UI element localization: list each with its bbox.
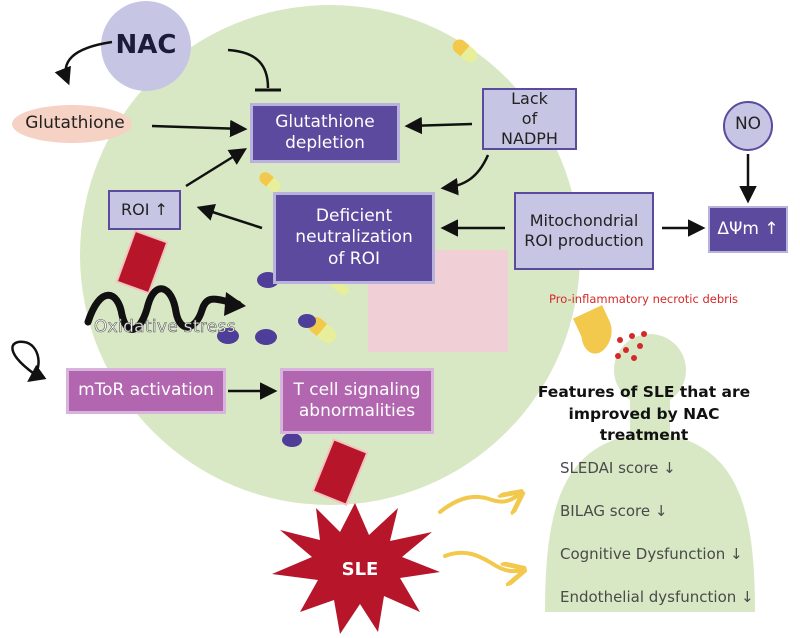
feature-cognitive: Cognitive Dysfunction ↓ bbox=[560, 545, 743, 563]
nac-label: NAC bbox=[115, 30, 177, 60]
inhibit-nac-depletion bbox=[227, 48, 270, 89]
yellow-arrow-1 bbox=[438, 494, 520, 512]
yellow-arrow-2 bbox=[443, 550, 522, 571]
feature-sledai: SLEDAI score ↓ bbox=[560, 459, 676, 477]
roi-up-box: ROI ↑ bbox=[108, 190, 181, 230]
arrow-nac-glutathione bbox=[54, 40, 113, 86]
no-circle bbox=[723, 101, 773, 151]
no-label: NO bbox=[734, 114, 762, 134]
pill-mid bbox=[259, 172, 281, 192]
mito-roi-box: Mitochondrial ROI production bbox=[514, 192, 654, 270]
debris-label: Pro-inflammatory necrotic debris bbox=[549, 292, 739, 306]
arrow-roi-depletion bbox=[185, 148, 247, 188]
purple-dot bbox=[255, 329, 277, 345]
arrow-mtor-loop bbox=[11, 340, 47, 383]
deficient-neutralization-box: Deficient neutralization of ROI bbox=[273, 192, 435, 284]
red-block-left bbox=[115, 229, 169, 295]
pill-top bbox=[452, 39, 478, 63]
feature-endothelial: Endothelial dysfunction ↓ bbox=[560, 588, 754, 606]
black-arrows bbox=[11, 40, 757, 400]
oxidative-stress-arrowhead bbox=[224, 292, 246, 316]
delta-psi-box: ΔΨm ↑ bbox=[708, 206, 788, 253]
human-silhouette bbox=[545, 334, 755, 612]
sle-star bbox=[272, 503, 440, 634]
oxidative-stress-arrow bbox=[84, 285, 242, 333]
nac-circle bbox=[101, 1, 191, 91]
arrow-nadph-depletion bbox=[404, 116, 473, 135]
glutathione-depletion-box: Glutathione depletion bbox=[250, 103, 400, 163]
feature-bilag: BILAG score ↓ bbox=[560, 502, 668, 520]
arrow-nadph-deficient bbox=[440, 154, 490, 196]
glutathione-label: Glutathione bbox=[25, 113, 125, 133]
red-block-bottom bbox=[311, 437, 369, 507]
oxidative-stress-label: Oxidative stress bbox=[94, 317, 236, 338]
arrow-glutathione-depletion bbox=[151, 119, 248, 138]
features-heading: Features of SLE that are improved by NAC… bbox=[537, 383, 751, 445]
mtor-box: mToR activation bbox=[66, 368, 226, 414]
lack-nadph-box: Lack of NADPH bbox=[482, 88, 577, 150]
purple-dot bbox=[217, 328, 239, 344]
debris-dots bbox=[615, 331, 647, 361]
debris-blob bbox=[573, 305, 612, 354]
tcell-box: T cell signaling abnormalities bbox=[280, 368, 434, 434]
arrow-deficient-roi bbox=[196, 203, 263, 230]
glutathione-blob bbox=[12, 105, 132, 143]
purple-dot bbox=[282, 433, 302, 447]
sle-label: SLE bbox=[341, 559, 379, 580]
purple-dot bbox=[298, 314, 316, 328]
